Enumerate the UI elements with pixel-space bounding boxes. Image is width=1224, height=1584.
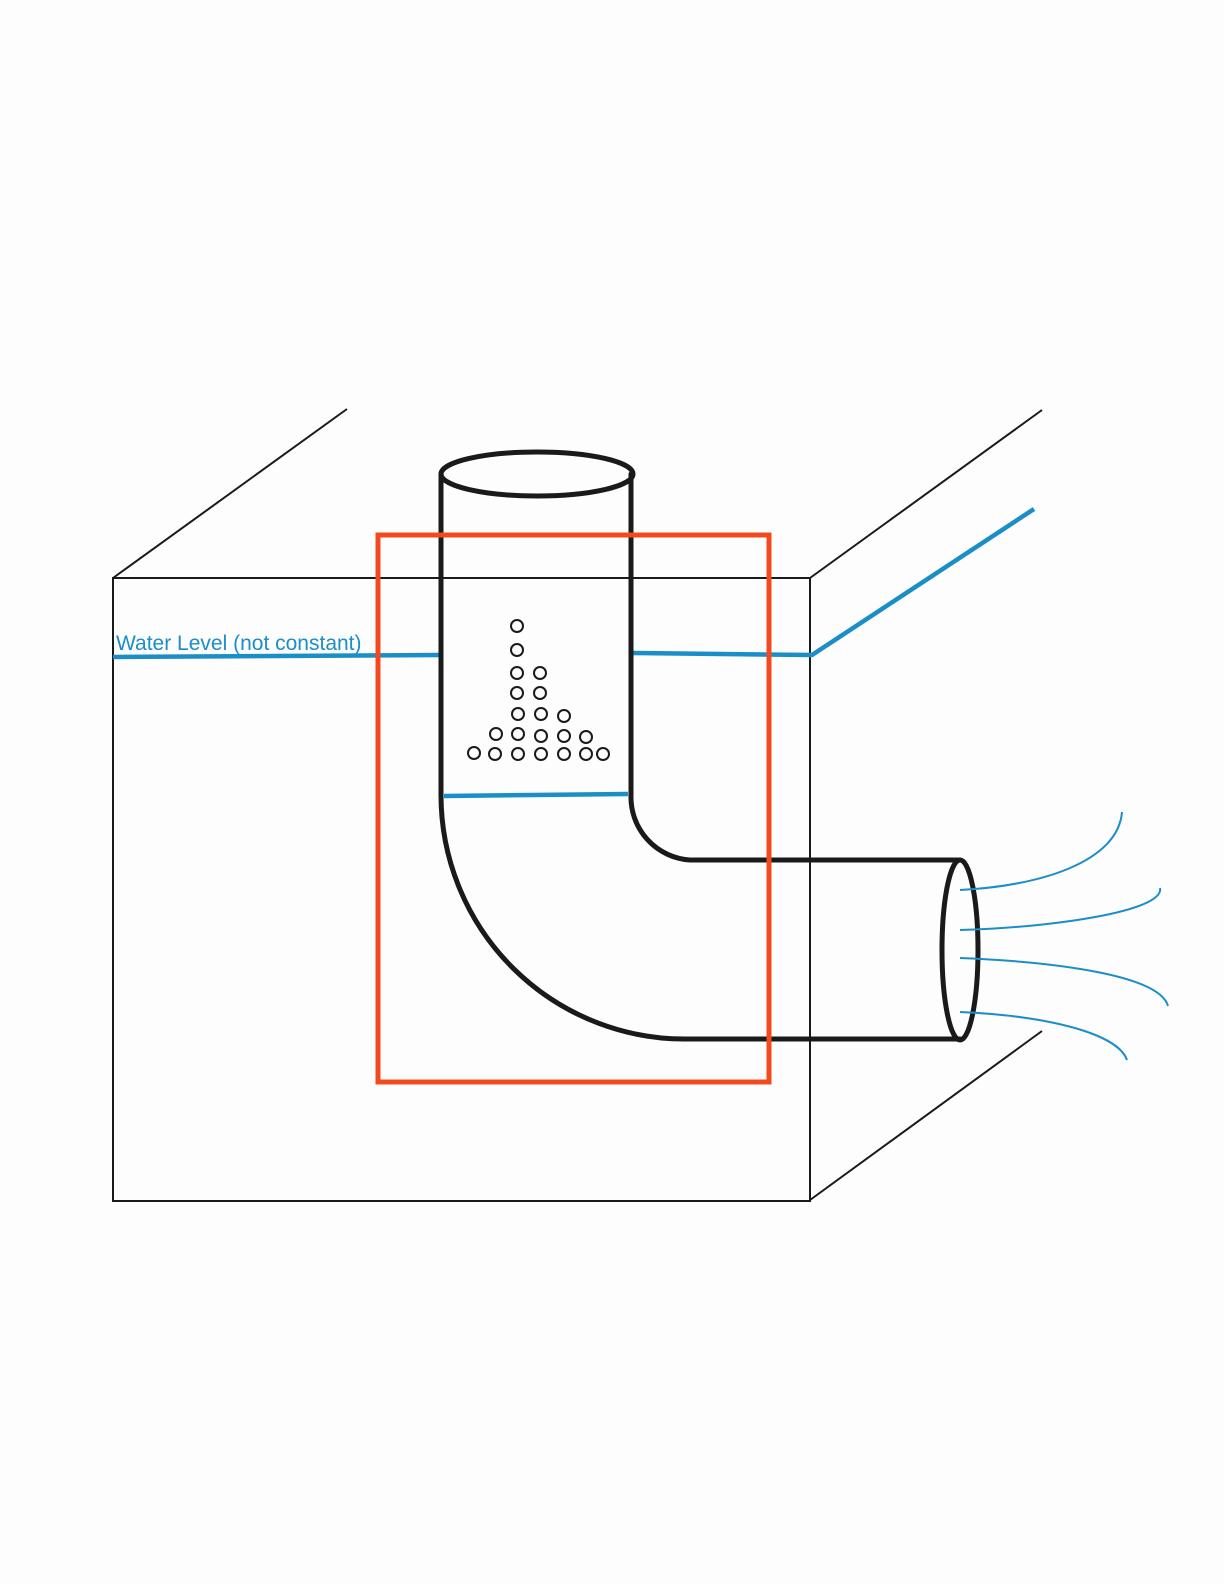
pipe-top-opening: [438, 449, 636, 499]
water-line-right: [630, 507, 1036, 658]
tank-box: [112, 408, 1043, 1202]
hole-icon: [557, 709, 571, 723]
highlight-frame: [375, 532, 772, 1085]
hole-icon: [534, 729, 548, 743]
tank-bottom-right-edge: [809, 1030, 1043, 1201]
hole-icon: [534, 747, 548, 761]
water-line-left: [112, 652, 441, 660]
outflow-line-3: [959, 957, 1169, 1007]
tank-top-right-edge: [809, 409, 1043, 579]
hole-icon: [510, 666, 524, 680]
hole-icon: [533, 666, 547, 680]
hole-icon: [510, 686, 524, 700]
outflow-line-2: [959, 887, 1162, 931]
water-level: [112, 507, 1036, 799]
outflow-line-4: [959, 1011, 1128, 1061]
hole-icon: [579, 747, 593, 761]
hole-icon: [533, 686, 547, 700]
hole-icon: [511, 747, 525, 761]
hole-icon: [467, 746, 481, 760]
water-line-inside-pipe: [443, 791, 629, 799]
hole-icon: [489, 727, 503, 741]
hole-icon: [510, 619, 524, 633]
hole-icon: [534, 707, 548, 721]
pipe-outlet-opening: [939, 857, 981, 1043]
hole-icon: [510, 643, 524, 657]
hole-icon: [488, 747, 502, 761]
tank-front-face: [112, 577, 811, 1202]
pipe-outer-wall: [438, 471, 963, 1042]
elbow-pipe: [438, 449, 981, 1043]
water-level-label: Water Level (not constant): [116, 632, 362, 655]
hole-icon: [596, 747, 610, 761]
outflow-streams: [959, 811, 1169, 1061]
outflow-line-1: [959, 811, 1123, 891]
pipe-inner-wall: [628, 471, 963, 863]
hole-icon: [557, 747, 571, 761]
hole-icon: [511, 707, 525, 721]
hole-icon: [557, 729, 571, 743]
perforation-holes: [467, 619, 610, 761]
hole-icon: [511, 727, 525, 741]
tank-top-left-edge: [112, 408, 348, 579]
hole-icon: [579, 730, 593, 744]
